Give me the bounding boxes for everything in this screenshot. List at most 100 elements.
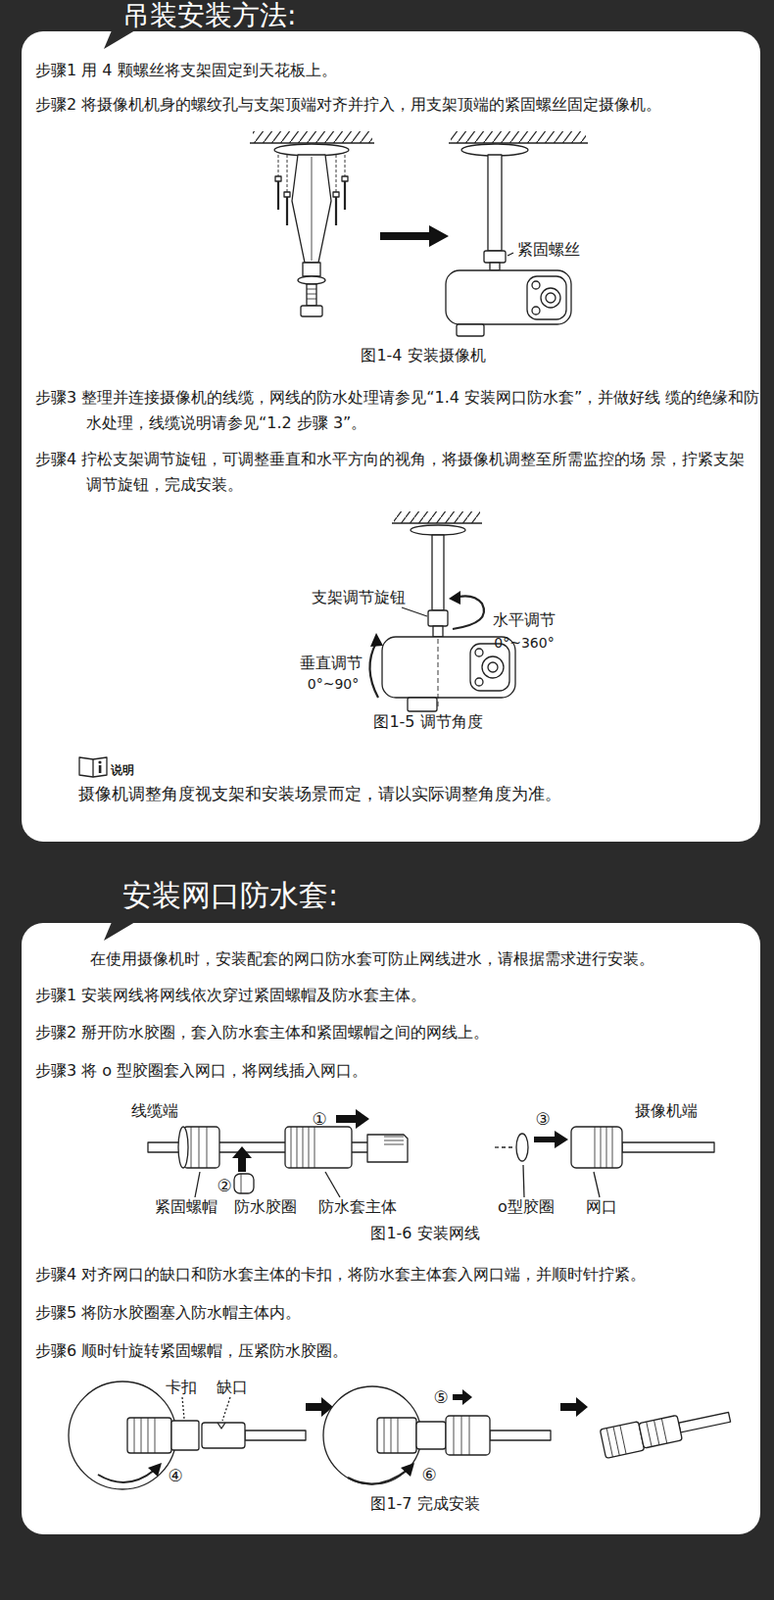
- bracket-drawing: [291, 154, 332, 263]
- camera-drawing: [445, 131, 588, 337]
- step-text: 步骤3 整理并连接摄像机的线缆，网线的防水处理请参见“1.4 安装网口防水套”，…: [35, 385, 761, 436]
- note-icon: [98, 765, 102, 774]
- assembly-drawing: [201, 1422, 245, 1449]
- panel-ground: [21, 922, 761, 1535]
- assembly-drawing: [646, 1418, 668, 1448]
- camera-drawing: [393, 511, 481, 524]
- camera-drawing: [470, 643, 510, 691]
- step-text: 步骤5 将防水胶圈塞入防水帽主体内。: [35, 1300, 761, 1326]
- assembly-drawing: [560, 1397, 588, 1417]
- part-label: 水平调节: [492, 610, 556, 629]
- port-drawing: [622, 1142, 715, 1153]
- camera-drawing: [487, 154, 502, 251]
- step-arrow: [380, 225, 449, 247]
- camera-drawing: [432, 534, 444, 611]
- cable-parts-drawing: [290, 1126, 315, 1168]
- bracket-drawing: [249, 131, 375, 317]
- camera-drawing: [445, 270, 572, 325]
- angle-range: 0°~90°: [307, 676, 359, 693]
- screw-symbol: [343, 181, 346, 210]
- leader-line: [401, 607, 428, 617]
- camera-drawing: [482, 656, 504, 678]
- leader-line: [222, 1397, 231, 1421]
- assembly-drawing: [323, 1386, 422, 1485]
- bracket-drawing: [306, 284, 317, 306]
- part-label: 紧固螺帽: [154, 1197, 218, 1216]
- part-label: 垂直调节: [299, 653, 363, 673]
- leader-line: [182, 1397, 185, 1419]
- camera-drawing: [428, 610, 448, 627]
- step-text: 步骤2 掰开防水胶圈，套入防水套主体和紧固螺帽之间的网线上。: [35, 1019, 761, 1046]
- cable-parts-drawing: [178, 1126, 189, 1168]
- assembly-drawing: [384, 1417, 398, 1453]
- step-text: 步骤2 将摄像机机身的螺纹孔与支架顶端对齐并拧入，用支架顶端的紧固螺丝固定摄像机…: [35, 92, 761, 118]
- bracket-drawing: [274, 144, 349, 156]
- leader-line: [194, 1171, 200, 1198]
- screw-symbol: [335, 196, 338, 226]
- assembly-drawing: [445, 1415, 490, 1455]
- camera-drawing: [461, 144, 529, 156]
- part-label: 防水套主体: [318, 1197, 397, 1216]
- screw-symbol: [278, 154, 345, 193]
- part-label: 线缆端: [131, 1101, 179, 1120]
- part-label: 紧固螺丝: [517, 240, 581, 259]
- illustrations: [68, 131, 733, 1490]
- screw-symbol: [286, 196, 289, 226]
- assembly-drawing: [638, 1414, 683, 1449]
- note-icon: [79, 757, 107, 777]
- camera-drawing: [475, 648, 484, 657]
- bracket-drawing: [302, 262, 321, 277]
- cable-parts-drawing: [241, 1173, 242, 1194]
- callout-number: ①: [311, 1109, 327, 1129]
- port-drawing: [533, 1130, 569, 1149]
- cable-parts-drawing: [367, 1134, 408, 1162]
- bracket-drawing: [300, 305, 323, 317]
- rotation-arrow: [369, 642, 379, 698]
- cable-parts-drawing: [336, 1109, 370, 1129]
- bracket-drawing: [311, 156, 313, 261]
- assembly-drawing: [323, 1386, 588, 1485]
- step-arrow: [380, 225, 449, 247]
- assembly-drawing: [599, 1402, 732, 1459]
- camera-drawing: [437, 638, 439, 708]
- assembly-drawing: [489, 1430, 551, 1441]
- assembly-drawing: [127, 1417, 172, 1453]
- port-drawing: [571, 1126, 623, 1168]
- section-title: 吊装安装方法:: [122, 0, 296, 31]
- camera-drawing: [410, 525, 466, 535]
- camera-drawing: [475, 677, 484, 686]
- leader-line: [523, 1164, 525, 1198]
- step-text: 步骤1 用 4 颗螺丝将支架固定到天花板上。: [35, 57, 761, 84]
- screw-symbol: [333, 192, 339, 197]
- part-label: 缺口: [216, 1377, 248, 1397]
- cable-parts-drawing: [232, 1146, 252, 1172]
- bracket-drawing: [306, 289, 317, 299]
- cable-parts-drawing: [384, 1136, 404, 1145]
- assembly-drawing: [416, 1421, 446, 1450]
- step-text: 步骤4 对齐网口的缺口和防水套主体的卡扣，将防水套主体套入网口端，并顺时针拧紧。: [35, 1261, 761, 1288]
- assembly-drawing: [452, 1389, 473, 1405]
- body-text: 摄像机调整角度视支架和安装场景而定，请以实际调整角度为准。: [78, 781, 755, 806]
- assembly-drawing: [68, 1381, 177, 1490]
- camera-drawing: [391, 522, 483, 524]
- bracket-drawing: [252, 131, 373, 144]
- camera-drawing: [483, 250, 506, 263]
- assembly-drawing: [377, 1417, 417, 1453]
- cable-parts-drawing: [191, 1126, 207, 1168]
- rotation-arrow: [370, 632, 384, 647]
- port-drawing: [494, 1126, 715, 1198]
- step-text: 步骤4 拧松支架调节旋钮，可调整垂直和水平方向的视角，将摄像机调整至所需监控的场…: [35, 446, 761, 498]
- port-drawing: [594, 1126, 613, 1168]
- leader-line: [507, 252, 514, 256]
- panel-ground: [21, 31, 761, 842]
- title-tab: [103, 921, 136, 941]
- figure-caption: 图1-4 安装摄像机: [360, 345, 485, 365]
- assembly-drawing: [171, 1420, 199, 1451]
- camera-drawing: [433, 626, 443, 637]
- assembly-drawing: [97, 1469, 155, 1483]
- body-text: 说明: [110, 762, 135, 778]
- body-text: 在使用摄像机时，安装配套的网口防水套可防止网线进水，请根据需求进行安装。: [90, 946, 761, 972]
- assembly-drawing: [400, 1462, 415, 1477]
- part-label: 防水胶圈: [234, 1197, 297, 1216]
